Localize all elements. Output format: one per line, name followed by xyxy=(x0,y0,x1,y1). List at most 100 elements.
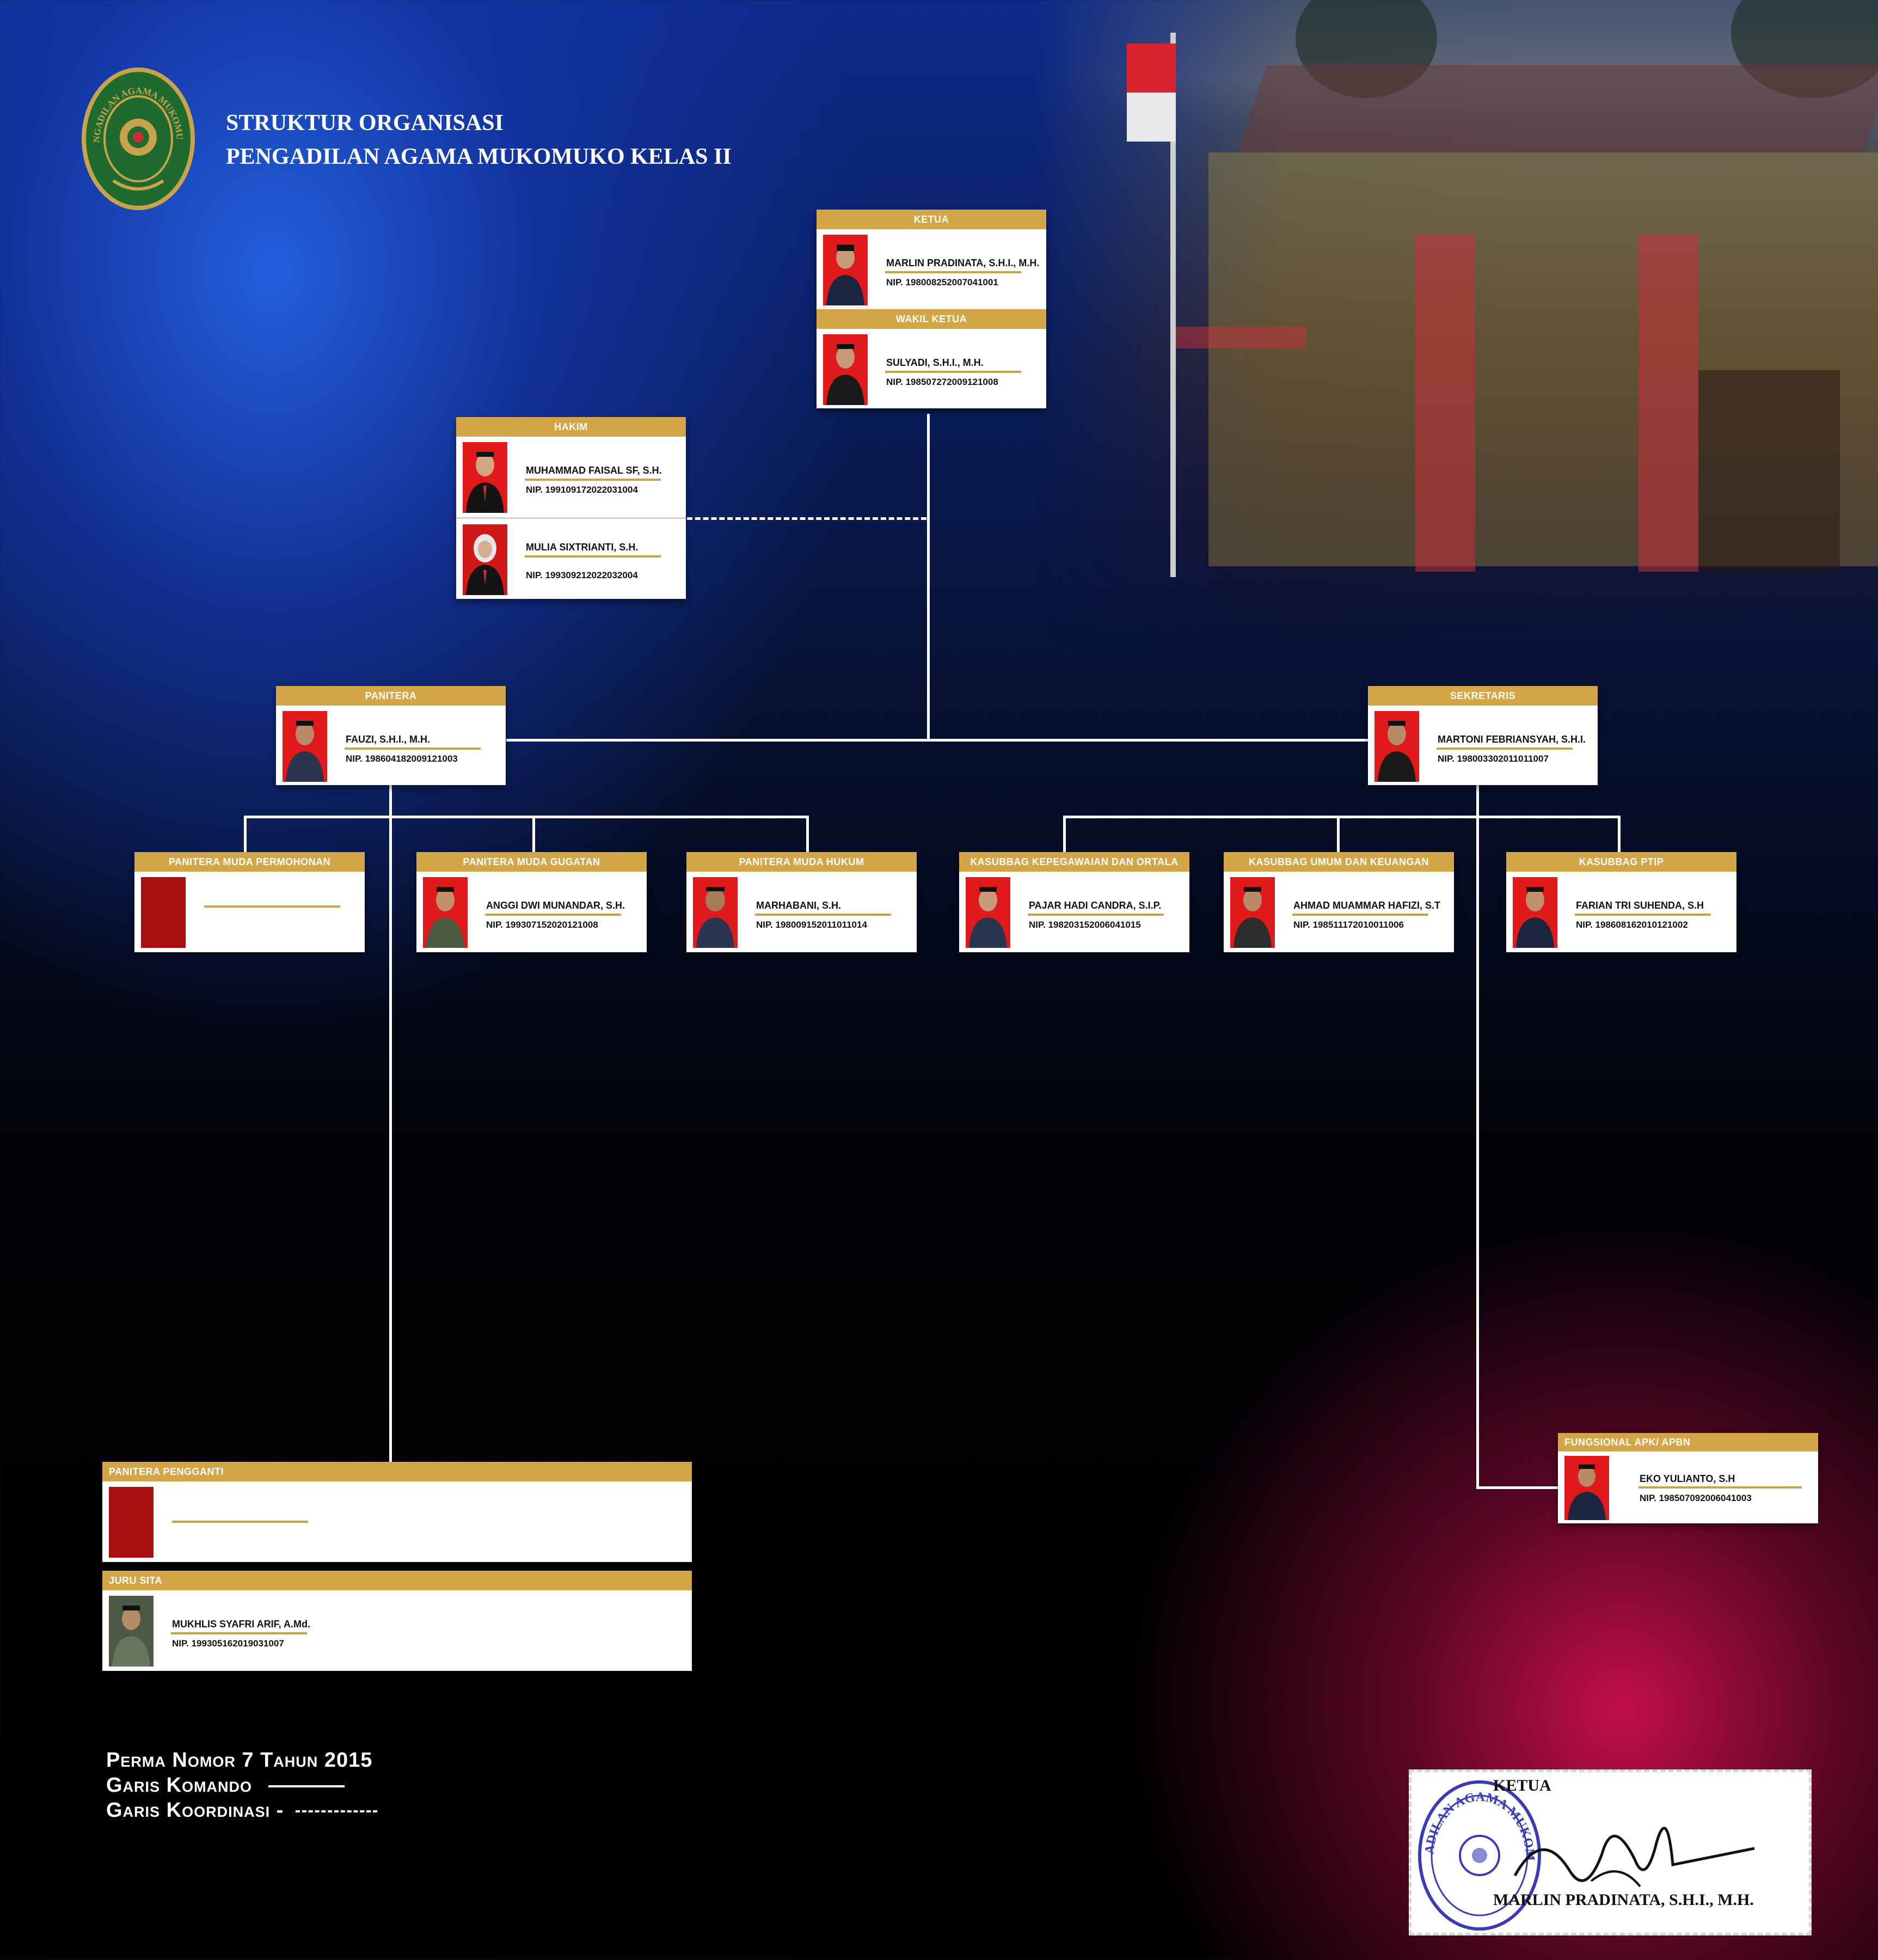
card-title: PANITERA MUDA HUKUM xyxy=(686,852,917,872)
legend: Perma Nomor 7 Tahun 2015 Garis Komando G… xyxy=(106,1748,377,1823)
signature-scribble xyxy=(1509,1794,1760,1906)
person-name: MUKHLIS SYAFRI ARIF, A.Md. xyxy=(172,1619,311,1630)
card-title: SEKRETARIS xyxy=(1368,686,1598,706)
connector-panitera-sekretaris xyxy=(506,739,1369,742)
card-title: KASUBBAG PTIP xyxy=(1506,852,1736,872)
legend-solid-line xyxy=(268,1785,345,1787)
person-name: PAJAR HADI CANDRA, S.I.P. xyxy=(1029,900,1162,911)
card-panitera: PANITERA FAUZI, S.H.I., M.H. NIP. 198604… xyxy=(276,686,506,785)
person-name: AHMAD MUAMMAR HAFIZI, S.T xyxy=(1293,900,1440,911)
person-name: FARIAN TRI SUHENDA, S.H xyxy=(1576,900,1704,911)
legend-dashed-line xyxy=(295,1810,377,1812)
person-name: MARHABANI, S.H. xyxy=(756,900,841,911)
person-name: MULIA SIXTRIANTI, S.H. xyxy=(526,542,639,553)
card-wakil-ketua: WAKIL KETUA SULYADI, S.H.I., M.H. NIP. 1… xyxy=(817,309,1046,408)
person-photo xyxy=(1230,877,1275,948)
card-panitera-muda-hukum: PANITERA MUDA HUKUM MARHABANI, S.H. NIP.… xyxy=(686,852,917,952)
card-title: KASUBBAG UMUM DAN KEUANGAN xyxy=(1224,852,1454,872)
connector-panitera-muda-bar xyxy=(244,816,809,818)
signature-title: KETUA xyxy=(1493,1777,1551,1794)
flag-pole xyxy=(1170,33,1176,577)
name-underline xyxy=(525,555,661,558)
card-sekretaris: SEKRETARIS MARTONI FEBRIANSYAH, S.H.I. N… xyxy=(1368,686,1598,785)
person-nip: NIP. 198604182009121003 xyxy=(346,754,458,764)
signature-box: PENGADILAN AGAMA MUKOMUKO KETUA MARLIN P… xyxy=(1407,1766,1812,1935)
card-panitera-pengganti: PANITERA PENGGANTI xyxy=(102,1462,692,1562)
card-panitera-muda-permohonan: PANITERA MUDA PERMOHONAN xyxy=(134,852,365,952)
person-nip: NIP. 198203152006041015 xyxy=(1029,920,1141,930)
card-fungsional: FUNGSIONAL APK/ APBN EKO YULIANTO, S.H N… xyxy=(1558,1433,1818,1523)
name-underline xyxy=(485,914,621,916)
connector-panitera-down xyxy=(389,784,392,1462)
card-title: WAKIL KETUA xyxy=(817,309,1046,329)
connector-ketua-down xyxy=(927,414,930,740)
building-pillar xyxy=(1415,234,1475,572)
person-nip: NIP. 198009152011011014 xyxy=(756,920,867,930)
legend-coordination-line: Garis Koordinasi - xyxy=(106,1798,377,1823)
card-title: KETUA xyxy=(817,210,1046,229)
connector-kasubbag-ptip xyxy=(1618,816,1621,853)
name-underline xyxy=(525,479,661,481)
connector-kasubbag-umum xyxy=(1337,816,1340,853)
person-nip: NIP. 199307152020121008 xyxy=(486,920,598,930)
legend-regulation: Perma Nomor 7 Tahun 2015 xyxy=(106,1749,373,1772)
card-panitera-muda-gugatan: PANITERA MUDA GUGATAN ANGGI DWI MUNANDAR… xyxy=(416,852,647,952)
person-nip: NIP. 198511172010011006 xyxy=(1293,920,1404,930)
card-ketua: KETUA MARLIN PRADINATA, S.H.I., M.H. NIP… xyxy=(817,210,1046,311)
person-name: EKO YULIANTO, S.H xyxy=(1640,1473,1735,1484)
person-photo xyxy=(109,1596,154,1667)
name-underline xyxy=(1292,914,1428,916)
card-kasubbag-umum: KASUBBAG UMUM DAN KEUANGAN AHMAD MUAMMAR… xyxy=(1224,852,1454,952)
signature-name: MARLIN PRADINATA, S.H.I., M.H. xyxy=(1493,1891,1754,1909)
connector-pm-hukum xyxy=(806,816,809,853)
building-pillar xyxy=(1638,234,1698,572)
card-title: PANITERA PENGGANTI xyxy=(102,1462,692,1481)
legend-command-line: Garis Komando xyxy=(106,1773,377,1798)
person-nip: NIP. 199305162019031007 xyxy=(172,1638,284,1649)
name-underline xyxy=(1028,914,1164,916)
person-nip: NIP. 199309212022032004 xyxy=(526,570,638,580)
card-title: PANITERA MUDA GUGATAN xyxy=(416,852,647,872)
connector-pm-gugatan xyxy=(532,816,535,853)
card-title: KASUBBAG KEPEGAWAIAN DAN ORTALA xyxy=(959,852,1189,872)
flag-red xyxy=(1127,44,1176,93)
court-logo: PENGADILAN AGAMA MUKOMUKO xyxy=(77,58,196,211)
name-underline xyxy=(885,271,1021,273)
building-roof xyxy=(1238,65,1878,152)
name-underline xyxy=(1638,1486,1802,1489)
person-name: MARLIN PRADINATA, S.H.I., M.H. xyxy=(886,258,1040,268)
card-title: PANITERA MUDA PERMOHONAN xyxy=(134,852,365,872)
person-name: FAUZI, S.H.I., M.H. xyxy=(346,734,431,745)
person-photo xyxy=(966,877,1010,948)
person-name: ANGGI DWI MUNANDAR, S.H. xyxy=(486,900,625,911)
building-door xyxy=(1698,370,1840,572)
name-underline xyxy=(755,914,891,916)
coordination-line-hakim xyxy=(687,517,926,520)
name-underline xyxy=(885,371,1021,373)
person-nip: NIP. 198507272009121008 xyxy=(886,377,998,387)
photo-placeholder xyxy=(141,877,186,948)
card-hakim: HAKIM MUHAMMAD FAISAL SF, S.H. NIP. 1991… xyxy=(456,417,686,599)
person-name: SULYADI, S.H.I., M.H. xyxy=(886,357,984,368)
connector-fungsional xyxy=(1476,1486,1558,1489)
connector-sekretaris-down xyxy=(1476,784,1479,1489)
connector-kasubbag-bar xyxy=(1063,816,1621,818)
name-underline xyxy=(171,1632,307,1634)
person-name: MUHAMMAD FAISAL SF, S.H. xyxy=(526,465,662,476)
hakim-member: MULIA SIXTRIANTI, S.H. NIP. 199309212022… xyxy=(456,519,686,599)
person-nip: NIP. 199109172022031004 xyxy=(526,485,638,495)
person-photo xyxy=(423,877,468,948)
person-photo xyxy=(1374,711,1419,782)
person-name: MARTONI FEBRIANSYAH, S.H.I. xyxy=(1438,734,1586,745)
member-divider xyxy=(456,517,686,519)
person-photo xyxy=(463,524,507,595)
building-stripe xyxy=(1176,327,1306,348)
person-photo xyxy=(463,442,507,513)
hakim-member: MUHAMMAD FAISAL SF, S.H. NIP. 1991091720… xyxy=(456,437,686,517)
card-title: JURU SITA xyxy=(102,1571,692,1590)
person-photo xyxy=(823,334,868,405)
person-photo xyxy=(1513,877,1557,948)
title-line-2: PENGADILAN AGAMA MUKOMUKO KELAS II xyxy=(226,144,732,169)
connector-kasubbag-kepeg xyxy=(1063,816,1066,853)
title-line-1: STRUKTUR ORGANISASI xyxy=(226,111,504,136)
